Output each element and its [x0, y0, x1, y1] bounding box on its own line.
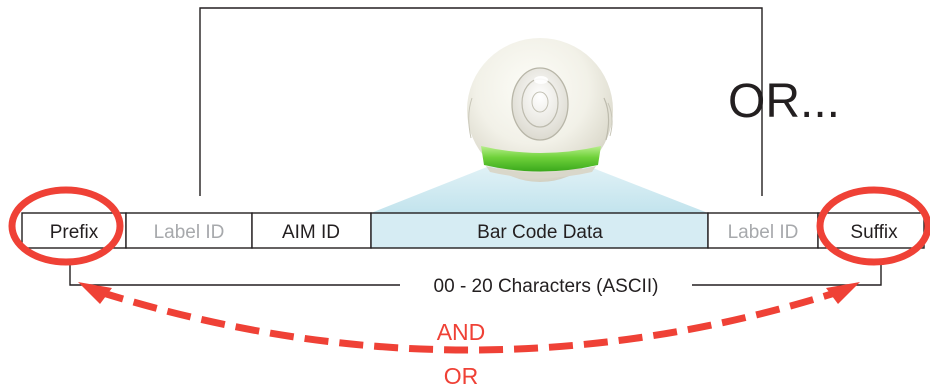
segment-label-id-label: Label ID	[154, 222, 225, 243]
segment-bar-code-data-label: Bar Code Data	[477, 222, 603, 243]
scan-beam	[371, 165, 708, 213]
enclosure-frame	[199, 7, 763, 196]
segment-suffix-label: Suffix	[850, 222, 898, 243]
or-callout-text: OR...	[728, 75, 840, 128]
segment-suffix-box	[817, 212, 925, 249]
scanner-device-icon	[467, 38, 613, 182]
segment-aim-id-label: AIM ID	[282, 222, 340, 243]
character-range-label: 00 - 20 Characters (ASCII)	[434, 276, 659, 297]
connector-or-label: OR	[444, 363, 479, 389]
suffix-highlight-ring	[816, 186, 930, 266]
segment-prefix-label: Prefix	[50, 222, 99, 243]
segment-row	[21, 212, 925, 249]
right-arrowhead-icon	[826, 282, 860, 304]
connector-and-label: AND	[437, 319, 486, 345]
left-arrowhead-icon	[78, 282, 112, 304]
segment-label-id-box	[125, 212, 253, 249]
character-range-bracket	[69, 264, 882, 286]
segment-bar-code-data-box	[370, 212, 709, 249]
segment-label-id-label-2: Label ID	[728, 222, 799, 243]
prefix-highlight-ring	[8, 186, 124, 266]
and-or-connector-arc	[98, 288, 840, 354]
